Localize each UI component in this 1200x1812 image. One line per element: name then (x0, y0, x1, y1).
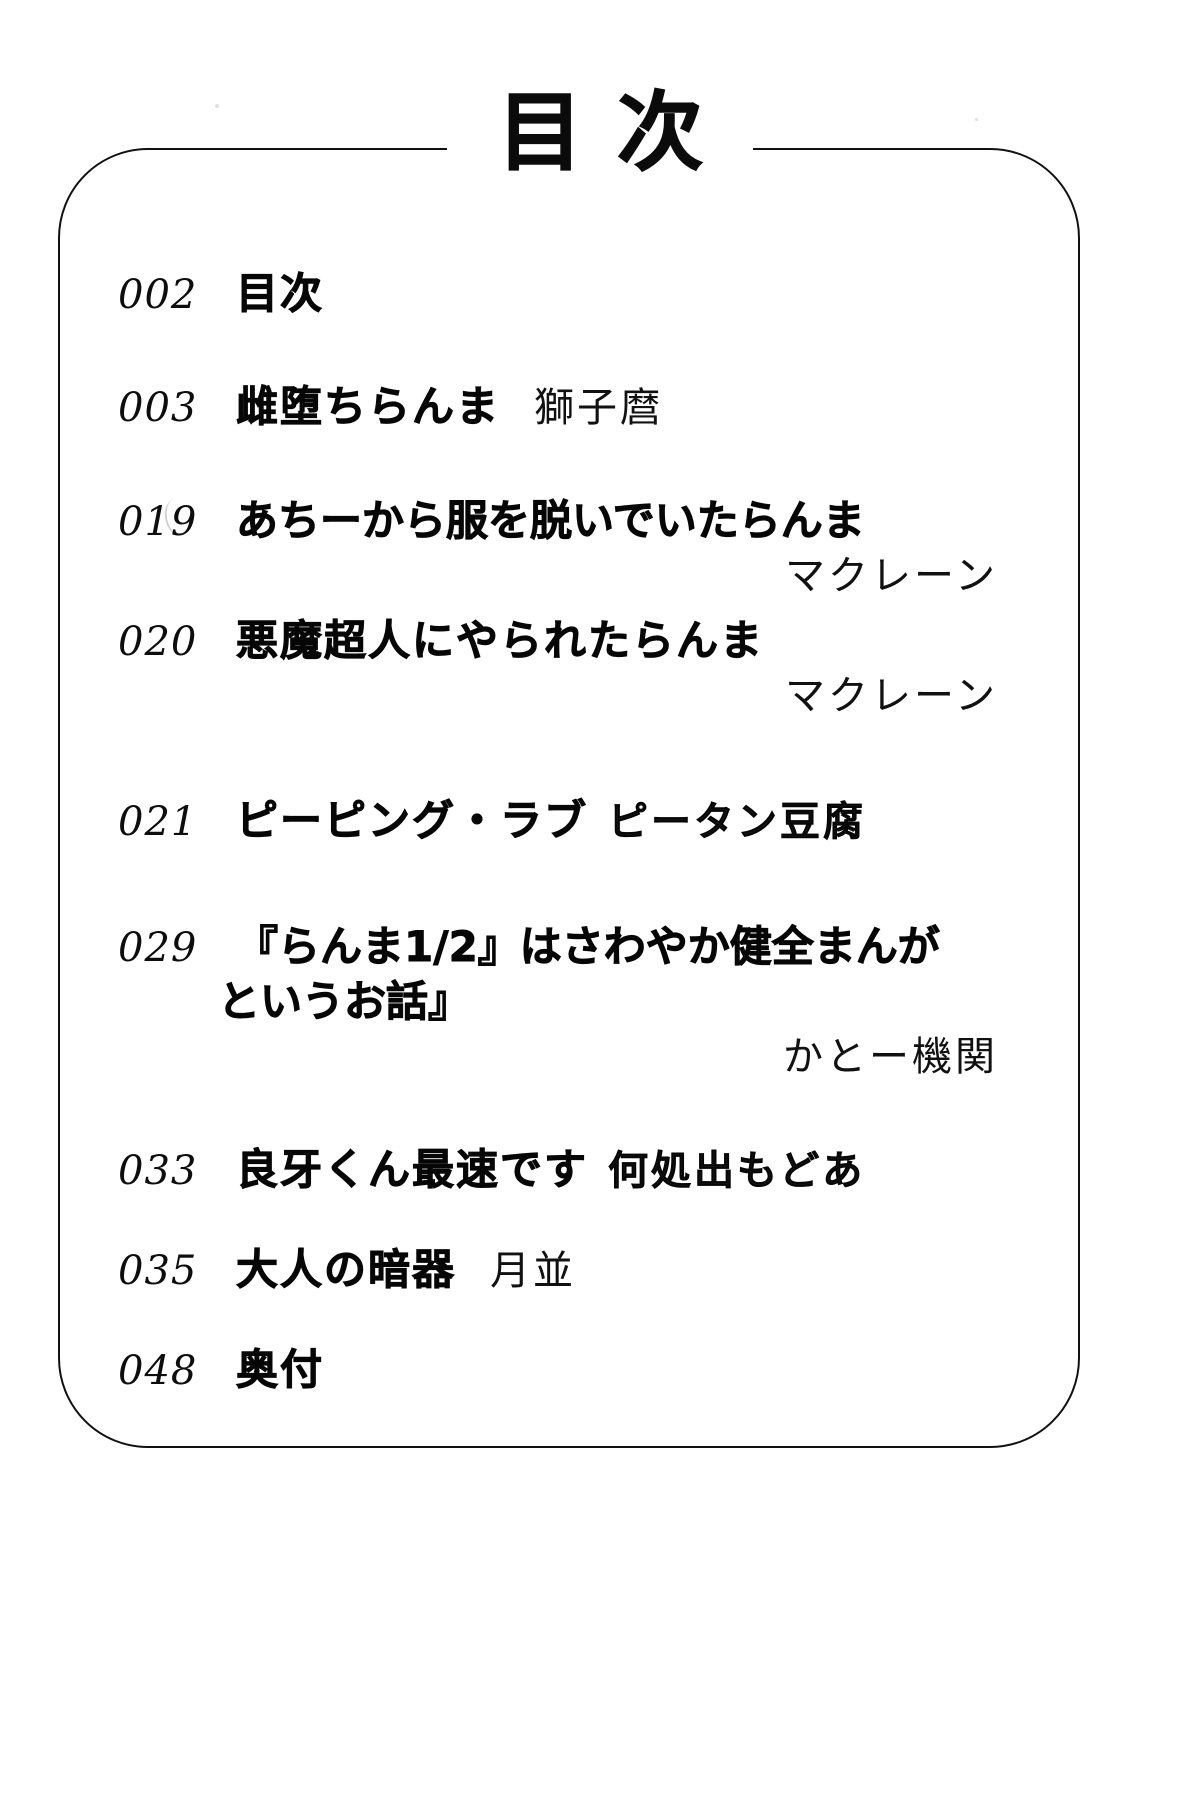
toc-entry-author-line: マクレーン (118, 672, 1018, 721)
toc-page-number: 020 (118, 619, 198, 666)
toc-entry-main-line: 003 雌堕ちらんま 獅子麿 (118, 381, 1018, 433)
toc-entry-author: マクレーン (785, 673, 998, 720)
toc-entry-title: 良牙くん最速です (236, 1145, 589, 1195)
toc-entry-main-line: 002 目次 (118, 268, 1018, 319)
toc-entry-main-line: 029 『らんま1/2』はさわやか健全まんが (118, 921, 1018, 972)
toc-entry-title: 『らんま1/2』はさわやか健全まんが (236, 921, 941, 971)
toc-page-number: 035 (118, 1247, 198, 1294)
toc-entry-author: 何処出もどあ (608, 1148, 866, 1195)
table-of-contents-list: 002 目次 003 雌堕ちらんま 獅子麿 019 あちーから服を脱いでいたらん… (118, 268, 1018, 1425)
toc-entry-author: 月並 (490, 1247, 577, 1294)
toc-entry-title-continuation-line: というお話』 (118, 976, 1018, 1027)
scan-speck-artifact (975, 118, 978, 121)
scan-speck-artifact (215, 104, 219, 108)
toc-page-number: 002 (118, 272, 198, 318)
toc-entry[interactable]: 002 目次 (118, 268, 1018, 319)
toc-entry[interactable]: 003 雌堕ちらんま 獅子麿 (118, 381, 1018, 433)
toc-entry-author: かとー機関 (783, 1034, 998, 1081)
toc-entry-author: マクレーン (785, 553, 998, 600)
toc-entry[interactable]: 020 悪魔超人にやられたらんま マクレーン (118, 615, 1018, 721)
toc-entry-main-line: 020 悪魔超人にやられたらんま (118, 615, 1018, 666)
toc-entry[interactable]: 033 良牙くん最速です 何処出もどあ (118, 1144, 1018, 1196)
toc-entry-title: 奥付 (236, 1344, 325, 1394)
toc-entry-main-line: 035 大人の暗器 月並 (118, 1244, 1018, 1296)
toc-entry-main-line: 019 あちーから服を脱いでいたらんま (118, 495, 1018, 546)
toc-entry-title: 目次 (236, 269, 325, 319)
toc-entry-author-line: かとー機関 (118, 1033, 1018, 1082)
toc-entry-main-line: 048 奥付 (118, 1344, 1018, 1395)
toc-entry-author: 獅子麿 (534, 385, 664, 432)
toc-entry[interactable]: 048 奥付 (118, 1344, 1018, 1395)
toc-page-number: 029 (118, 924, 198, 971)
toc-page-number: 048 (118, 1347, 198, 1394)
toc-page-number: 033 (118, 1148, 198, 1195)
toc-entry-author-line: マクレーン (118, 552, 1018, 601)
toc-page-number: 019 (118, 499, 198, 546)
toc-entry-title: 雌堕ちらんま (236, 382, 501, 432)
toc-entry[interactable]: 019 あちーから服を脱いでいたらんま マクレーン (118, 495, 1018, 601)
toc-entry-main-line: 021 ピーピング・ラブ ピータン豆腐 (118, 795, 1018, 847)
toc-entry-title: あちーから服を脱いでいたらんま (236, 496, 866, 546)
toc-entry[interactable]: 021 ピーピング・ラブ ピータン豆腐 (118, 795, 1018, 847)
toc-entry-author: ピータン豆腐 (608, 799, 867, 846)
toc-entry[interactable]: 029 『らんま1/2』はさわやか健全まんが というお話』 かとー機関 (118, 921, 1018, 1082)
toc-page-number: 021 (118, 799, 198, 846)
toc-entry-title: ピーピング・ラブ (236, 796, 589, 846)
toc-entry[interactable]: 035 大人の暗器 月並 (118, 1244, 1018, 1296)
toc-entry-title: 大人の暗器 (236, 1244, 457, 1295)
toc-page-number: 003 (118, 385, 198, 432)
toc-entry-main-line: 033 良牙くん最速です 何処出もどあ (118, 1144, 1018, 1196)
toc-entry-title-line2: というお話』 (218, 977, 471, 1027)
toc-entry-title: 悪魔超人にやられたらんま (236, 616, 765, 666)
